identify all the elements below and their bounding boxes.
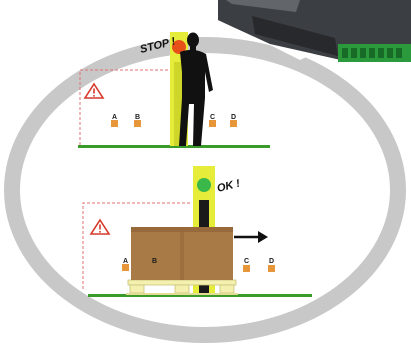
- marker-label-c: C: [244, 258, 249, 265]
- right-arrow-icon: [234, 231, 268, 243]
- warning-triangle-icon: [91, 220, 109, 234]
- hazard-zone-outline: [80, 70, 173, 146]
- marker-d: [230, 120, 237, 127]
- marker-c: [209, 120, 216, 127]
- marker-a: [122, 264, 129, 271]
- marker-label-b: B: [152, 258, 157, 265]
- marker-a: [111, 120, 118, 127]
- bottom-panel: OK ! A B C D: [83, 166, 312, 297]
- ok-light-green: [197, 178, 211, 192]
- marker-label-d: D: [231, 114, 236, 121]
- marker-label-b: B: [135, 114, 140, 121]
- marker-d: [268, 265, 275, 272]
- marker-label-d: D: [269, 258, 274, 265]
- warning-triangle-icon: [85, 84, 103, 98]
- marker-label-c: C: [210, 114, 215, 121]
- cardboard-box: [131, 227, 233, 280]
- ok-callout: OK !: [216, 178, 242, 195]
- pallet: [126, 280, 238, 295]
- marker-c: [243, 265, 250, 272]
- marker-b: [134, 120, 141, 127]
- marker-label-a: A: [123, 258, 128, 265]
- marker-label-a: A: [112, 114, 117, 121]
